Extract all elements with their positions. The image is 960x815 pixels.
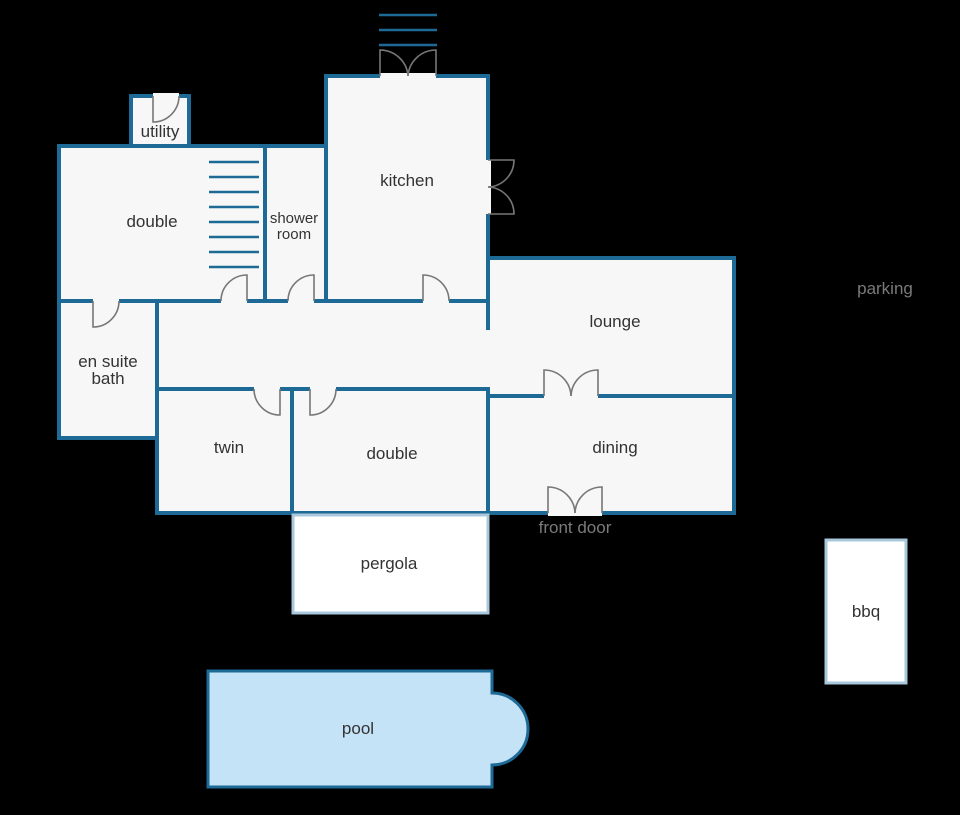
front-double-door	[547, 486, 603, 516]
label-utility: utility	[141, 122, 180, 141]
label-kitchen: kitchen	[380, 171, 434, 190]
lounge-dining-double-door	[543, 369, 599, 399]
doors	[92, 49, 603, 516]
label-lounge: lounge	[589, 312, 640, 331]
label-shower-line2: room	[277, 226, 311, 243]
double-bedroom-upper	[57, 144, 267, 303]
kitchen-side-double-door	[485, 159, 515, 215]
twin-bedroom	[155, 387, 294, 515]
kitchen-top-double-door	[379, 49, 437, 79]
label-double-lower: double	[366, 444, 417, 463]
utility-door	[152, 93, 180, 123]
double-upper-door	[220, 274, 248, 304]
label-pool: pool	[342, 719, 374, 738]
label-pergola: pergola	[361, 554, 418, 573]
double-lower-door	[309, 386, 337, 416]
ensuite-door	[92, 298, 120, 328]
label-front-door: front door	[539, 518, 612, 537]
dining-room	[486, 394, 736, 515]
label-ensuite-line1: en suite	[78, 352, 138, 371]
label-bbq: bbq	[852, 602, 880, 621]
bbq-area	[824, 538, 908, 685]
pool-shape	[206, 669, 530, 789]
twin-door	[253, 386, 281, 416]
label-shower-line1: shower	[270, 210, 318, 227]
hallway	[155, 299, 490, 391]
staircase-inner	[209, 160, 259, 269]
rooms	[57, 74, 908, 789]
label-ensuite-line2: bath	[91, 369, 124, 388]
label-parking: parking	[857, 279, 913, 298]
label-twin: twin	[214, 438, 244, 457]
staircase-outer	[379, 13, 437, 47]
shower-room-door	[287, 274, 315, 304]
label-double-upper: double	[126, 212, 177, 231]
kitchen-hall-door	[422, 274, 450, 304]
labels: utility kitchen double shower room en su…	[78, 122, 913, 738]
label-dining: dining	[592, 438, 637, 457]
pergola-area	[291, 513, 490, 615]
